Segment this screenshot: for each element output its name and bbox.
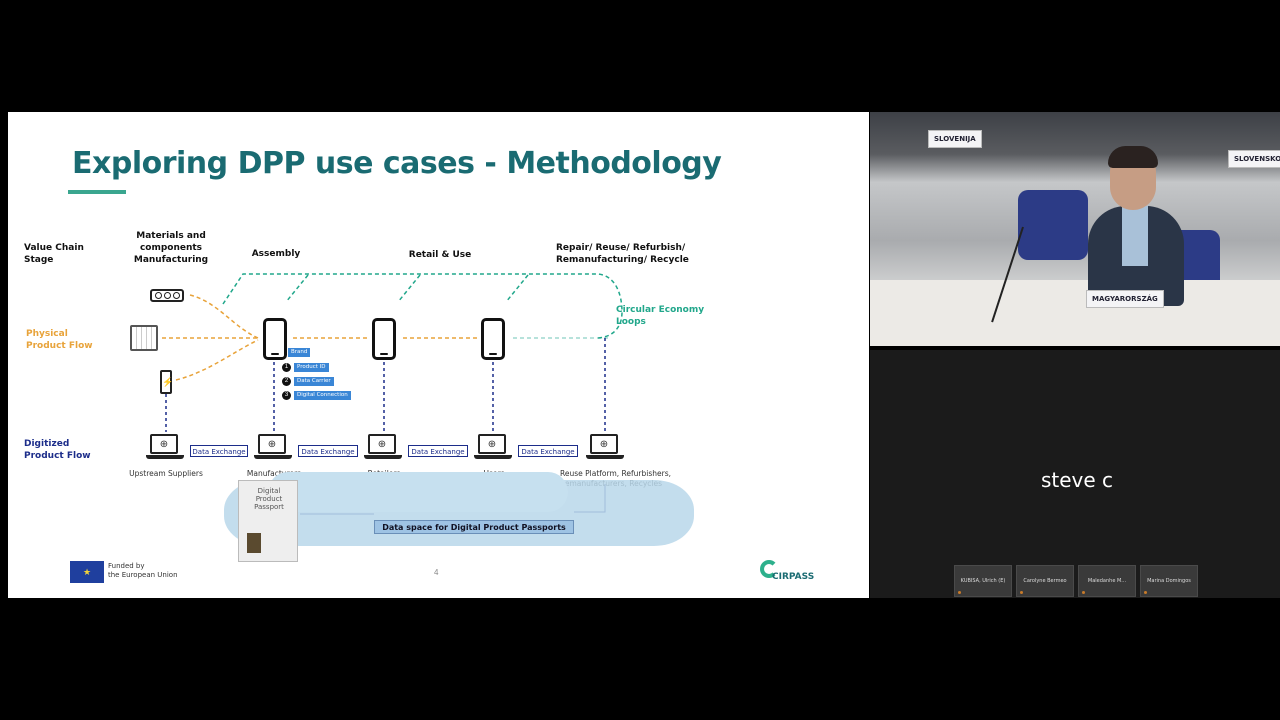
laptop-upstream-icon: ⊕ <box>146 434 184 464</box>
digital-product-passport-card: Digital Product Passport <box>238 480 298 562</box>
circular-arrow-user <box>505 274 529 303</box>
cirpass-logo: CIRPASS <box>760 560 814 586</box>
stage-circular: Repair/ Reuse/ Refurbish/ Remanufacturin… <box>556 243 689 265</box>
participant-thumb-3[interactable]: Maledanhe M... <box>1078 565 1136 597</box>
speaker-hair <box>1108 146 1158 168</box>
physical-flow-label: Physical Product Flow <box>26 329 93 351</box>
nameplate-magyarorszag: MAGYARORSZÁG <box>1086 290 1164 308</box>
data-exchange-3: Data Exchange <box>408 445 468 457</box>
participant-name: steve c <box>1040 468 1114 492</box>
badge-number-2: 2 <box>282 377 291 386</box>
speaker-shirt <box>1122 206 1148 266</box>
participant-thumb-1-name: KUBISA, Ulrich (E) <box>960 578 1006 584</box>
badge-digital-connection: Digital Connection <box>294 391 351 400</box>
mic-muted-indicator <box>1082 591 1085 594</box>
participant-thumb-2-name: Carolyne Bermeo <box>1023 578 1067 584</box>
nameplate-slovensko: SLOVENSKO <box>1228 150 1280 168</box>
badge-product-id: Product ID <box>294 363 329 372</box>
data-exchange-2: Data Exchange <box>298 445 358 457</box>
circular-arrow-retail <box>397 274 421 303</box>
eu-flag-icon: ★ <box>70 561 104 583</box>
participant-tile[interactable] <box>870 350 1280 598</box>
phone-user-icon <box>481 318 505 360</box>
digitized-flow-label: Digitized Product Flow <box>24 439 91 461</box>
circular-arrow-assembly <box>285 274 309 303</box>
mic-muted-indicator <box>1144 591 1147 594</box>
passport-title: Digital Product Passport <box>254 487 284 511</box>
data-exchange-4: Data Exchange <box>518 445 578 457</box>
stage-materials: Materials and components Manufacturing <box>133 231 209 265</box>
circuit-board-icon <box>130 325 158 351</box>
participant-thumb-1[interactable]: KUBISA, Ulrich (E) <box>954 565 1012 597</box>
slide-title: Exploring DPP use cases - Methodology <box>72 146 722 181</box>
badge-number-1: 1 <box>282 363 291 372</box>
slide-page-number: 4 <box>434 568 439 577</box>
participant-thumb-2[interactable]: Carolyne Bermeo <box>1016 565 1074 597</box>
cirpass-logo-ring <box>760 560 778 578</box>
physical-flow-line-battery <box>175 339 259 381</box>
participant-thumb-3-name: Maledanhe M... <box>1087 578 1127 584</box>
badge-data-carrier: Data Carrier <box>294 377 334 386</box>
laptop-circular-icon: ⊕ <box>586 434 624 464</box>
circular-loops-label: Circular Economy Loops <box>616 305 705 327</box>
circular-loop-line <box>222 273 623 339</box>
phone-retail-icon <box>372 318 396 360</box>
data-exchange-1: Data Exchange <box>190 445 248 457</box>
mic-muted-indicator <box>1020 591 1023 594</box>
physical-flow-line-chips <box>189 294 259 339</box>
phone-assembly-icon <box>263 318 287 360</box>
cirpass-logo-text: CIRPASS <box>772 572 815 582</box>
data-space-cloud-top <box>268 472 568 512</box>
speaker-video-feed: SLOVENIJA SLOVENSKO MAGYARORSZÁG <box>870 112 1280 346</box>
mic-muted-indicator <box>958 591 961 594</box>
stage-retail: Retail & Use <box>408 250 472 260</box>
badge-brand: Brand <box>288 348 311 357</box>
laptop-retailer-icon: ⊕ <box>364 434 402 464</box>
laptop-user-icon: ⊕ <box>474 434 512 464</box>
value-chain-label: Value Chain Stage <box>24 243 84 265</box>
chair-left <box>1018 190 1088 260</box>
nameplate-slovenija: SLOVENIJA <box>928 130 982 148</box>
video-separator <box>870 346 1280 350</box>
funded-by-eu-text: Funded by the European Union <box>108 562 178 579</box>
battery-icon: ⚡ <box>160 370 173 394</box>
presentation-slide: Exploring DPP use cases - Methodology Va… <box>8 112 869 598</box>
speaker-person <box>1080 144 1190 306</box>
components-chip-icon <box>150 289 184 302</box>
conference-desk <box>870 280 1280 346</box>
participant-thumb-4[interactable]: Marina Domingos <box>1140 565 1198 597</box>
data-space-label: Data space for Digital Product Passports <box>374 520 574 534</box>
passport-photo <box>247 533 261 553</box>
laptop-manufacturer-icon: ⊕ <box>254 434 292 464</box>
badge-number-3: 3 <box>282 391 291 400</box>
actor-upstream: Upstream Suppliers <box>129 469 203 478</box>
actor-manufacturers: Manufacturers <box>246 469 302 478</box>
participant-thumb-4-name: Marina Domingos <box>1147 578 1191 584</box>
stage-assembly: Assembly <box>251 249 301 259</box>
title-underline <box>68 190 126 194</box>
